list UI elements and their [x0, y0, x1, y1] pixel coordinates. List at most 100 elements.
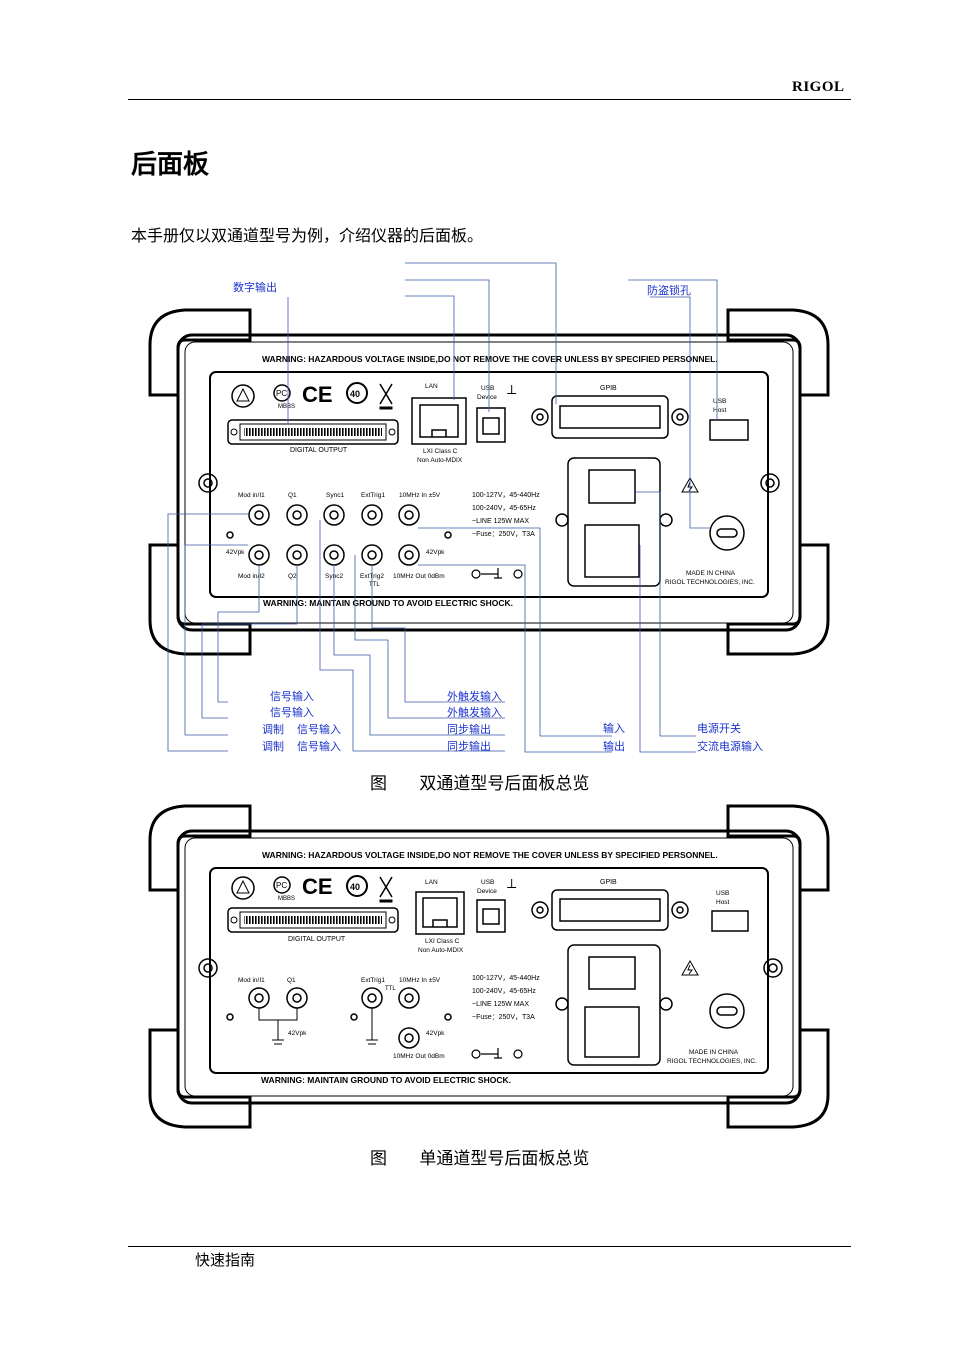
- exttrig1-label: ExtTrig1: [361, 977, 385, 984]
- svg-text:40: 40: [350, 882, 360, 892]
- power-spec-1: 100-127V，45-440Hz: [472, 975, 540, 982]
- power-spec-3: ~LINE 125W MAX: [472, 1001, 529, 1008]
- usb-host-port[interactable]: [709, 419, 749, 441]
- gpib-label: GPIB: [600, 385, 617, 392]
- manufacturer-label: RIGOL TECHNOLOGIES, INC.: [665, 579, 755, 586]
- anti-theft-lock-hole[interactable]: [709, 515, 745, 551]
- header-rule: [128, 99, 851, 100]
- usb-device-label-2: Device: [477, 394, 497, 401]
- lan-port[interactable]: [411, 397, 467, 445]
- vpk-label-2: 42Vpk: [426, 1030, 445, 1037]
- mbbs-label: MBBS: [278, 896, 295, 902]
- figure1-caption: 图 双通道型号后面板总览: [370, 774, 590, 794]
- svg-text:PC: PC: [276, 881, 287, 890]
- ground-icon: [471, 568, 523, 579]
- warning-bottom-label: WARNING: MAINTAIN GROUND TO AVOID ELECTR…: [261, 1075, 511, 1085]
- corner-bumpers: [148, 308, 830, 656]
- dual-channel-rear-panel-figure: WARNING: HAZARDOUS VOLTAGE INSIDE,DO NOT…: [148, 262, 830, 753]
- brand-header: RIGOL: [792, 79, 845, 95]
- callout-ext-trig-2: 外触发输入: [447, 705, 502, 719]
- made-in-china-label: MADE IN CHINA: [686, 570, 736, 577]
- page-title: 后面板: [131, 150, 210, 180]
- lan-port[interactable]: [415, 891, 465, 935]
- footer-title: 快速指南: [195, 1251, 256, 1269]
- mounting-screws: [198, 473, 780, 493]
- callout-signal-in-2: 信号输入: [270, 705, 314, 719]
- lxi-mdix-label: Non Auto-MDIX: [417, 457, 463, 464]
- usb-host-label-1: USB: [716, 890, 729, 897]
- usb-host-label-2: Host: [713, 407, 727, 414]
- mod-in1-label: Mod in/I1: [238, 492, 265, 499]
- svg-text:CE: CE: [302, 874, 333, 899]
- ref-out-label: 10MHz Out 0dBm: [393, 1053, 445, 1060]
- power-spec-1: 100-127V，45-440Hz: [472, 492, 540, 499]
- callout-mod-signal-1: 信号输入: [297, 722, 341, 736]
- usb-device-label-2: Device: [477, 888, 497, 895]
- lxi-mdix-label: Non Auto-MDIX: [418, 947, 464, 954]
- ref-out-label: 10MHz Out 0dBm: [393, 573, 445, 580]
- certification-logos: PC MBBS CE 40: [231, 382, 393, 410]
- callout-power-switch: 电源开关: [697, 721, 741, 735]
- bnc-connectors[interactable]: [226, 504, 452, 566]
- callout-anti-theft: 防盗锁孔: [647, 283, 691, 297]
- usb-device-label-1: USB: [481, 879, 494, 886]
- ground-icon: [471, 1048, 523, 1059]
- mod-in2-label: Mod in/I2: [238, 573, 265, 580]
- callout-mod-2: 调制: [262, 740, 284, 753]
- usb-icon: ⟂: [507, 875, 517, 891]
- usb-host-label-1: USB: [713, 398, 726, 405]
- hazard-icon: [681, 959, 699, 976]
- intro-paragraph: 本手册仅以双通道型号为例，介绍仪器的后面板。: [131, 226, 484, 245]
- digital-output-connector[interactable]: [227, 419, 399, 445]
- power-spec-4: ~Fuse：250V，T3A: [472, 531, 535, 538]
- callout-digital-output: 数字输出: [233, 280, 277, 294]
- warning-bottom-label: WARNING: MAINTAIN GROUND TO AVOID ELECTR…: [263, 598, 513, 608]
- lxi-label: LXI Class C: [425, 938, 460, 945]
- usb-device-port[interactable]: [476, 899, 506, 933]
- vpk-label-1: 42Vpk: [288, 1030, 307, 1037]
- callout-sync-out-2: 同步输出: [447, 739, 491, 753]
- gpib-label: GPIB: [600, 879, 617, 886]
- power-spec-3: ~LINE 125W MAX: [472, 518, 529, 525]
- digital-output-connector[interactable]: [227, 907, 399, 933]
- vpk-label-1: 42Vpk: [226, 549, 245, 556]
- callout-leader-lines: [167, 262, 718, 753]
- power-module[interactable]: [555, 944, 673, 1066]
- usb-icon: ⟂: [507, 381, 517, 397]
- sync1-label: Sync1: [326, 492, 344, 499]
- power-spec-2: 100-240V，45-65Hz: [472, 505, 536, 512]
- made-in-china-label: MADE IN CHINA: [689, 1049, 739, 1056]
- ref-in-label: 10MHz In ±5V: [399, 977, 441, 984]
- callout-mod-1: 调制: [262, 723, 284, 736]
- ttl-label: TTL: [385, 986, 396, 992]
- anti-theft-lock-hole[interactable]: [709, 993, 745, 1029]
- lxi-label: LXI Class C: [423, 448, 458, 455]
- ttl-label: TTL: [369, 582, 380, 588]
- q1-label: Q1: [288, 492, 297, 499]
- manufacturer-label: RIGOL TECHNOLOGIES, INC.: [667, 1058, 757, 1065]
- digital-output-label: DIGITAL OUTPUT: [290, 447, 348, 454]
- svg-text:PC: PC: [276, 389, 287, 398]
- single-channel-rear-panel-figure: WARNING: HAZARDOUS VOLTAGE INSIDE,DO NOT…: [148, 804, 830, 1129]
- callout-ac-input: 交流电源输入: [697, 739, 763, 753]
- callout-mod-signal-2: 信号输入: [297, 739, 341, 753]
- usb-device-port[interactable]: [476, 407, 506, 443]
- power-spec-4: ~Fuse：250V，T3A: [472, 1014, 535, 1021]
- power-module[interactable]: [555, 457, 673, 587]
- vpk-label-2: 42Vpk: [426, 549, 445, 556]
- svg-text:40: 40: [350, 389, 360, 399]
- ref-in-label: 10MHz In ±5V: [399, 492, 441, 499]
- gpib-port[interactable]: [531, 889, 689, 931]
- svg-text:CE: CE: [302, 382, 333, 407]
- warning-top-label: WARNING: HAZARDOUS VOLTAGE INSIDE,DO NOT…: [262, 354, 718, 364]
- mounting-screws: [198, 958, 783, 978]
- power-spec-2: 100-240V，45-65Hz: [472, 988, 536, 995]
- gpib-port[interactable]: [531, 395, 689, 439]
- usb-device-label-1: USB: [481, 385, 494, 392]
- mod-in1-label: Mod in/I1: [238, 977, 265, 984]
- lan-label: LAN: [425, 383, 438, 390]
- figure2-caption: 图 单通道型号后面板总览: [370, 1149, 590, 1169]
- usb-host-port[interactable]: [711, 910, 749, 932]
- bnc-connectors[interactable]: [226, 987, 452, 1049]
- warning-top-label: WARNING: HAZARDOUS VOLTAGE INSIDE,DO NOT…: [262, 850, 718, 860]
